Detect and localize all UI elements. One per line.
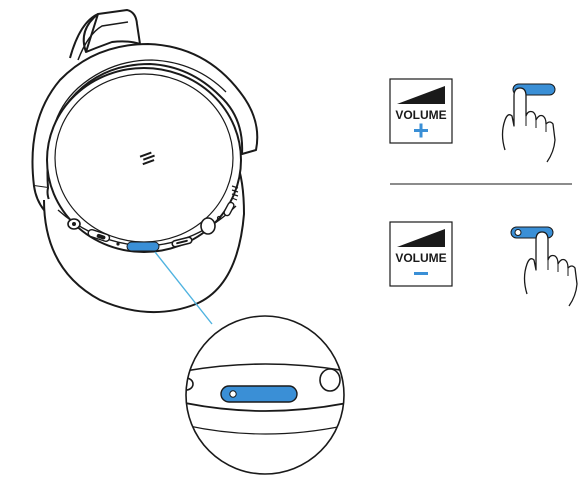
plus-icon-vertical [419,123,423,138]
volume-down-label: VOLUME [395,251,446,265]
minus-icon [414,272,428,275]
headband-inner-arc [77,21,129,61]
volume-down-icon: VOLUME [389,221,453,287]
slide-switch-knob [96,233,106,240]
zoom-volume-rocker [220,385,298,403]
zoom-circle-outline [185,315,345,475]
press-up-gesture [501,83,556,163]
cushion-vent-lines [231,185,239,201]
usb-port-slot [176,239,188,245]
mic-hole [216,215,222,221]
volume-up-icon: VOLUME [389,78,453,144]
zoom-left-port [186,377,194,391]
yoke-inner-line [49,59,227,151]
jack-port-inner [72,222,76,226]
earcup-inner-plate [54,73,234,243]
headphone-earcup [31,9,259,314]
volume-down-ramp-icon [397,229,445,247]
press-down-gesture [510,226,578,307]
zoom-volume-rocker-dot [229,390,237,398]
hand-finger-crease [525,116,547,132]
zoom-right-button [319,368,341,392]
callout-leader-line [154,251,213,325]
function-button-icon [200,217,216,235]
volume-up-label: VOLUME [395,108,446,122]
headband-top-arc [69,13,99,59]
hand-pointing-icon [523,231,578,307]
volume-rocker-highlight [126,241,160,252]
status-led [116,242,120,246]
volume-up-ramp-icon [397,86,445,104]
brand-logo-icon [139,151,155,166]
zoom-cushion-edge [186,423,344,435]
side-button [223,201,235,217]
hand-pointing-icon [501,87,556,163]
zoom-body-bottom-edge [186,401,344,412]
down-button-dot [514,229,522,236]
hand-finger-crease [547,260,569,276]
zoom-detail-circle [185,315,345,475]
